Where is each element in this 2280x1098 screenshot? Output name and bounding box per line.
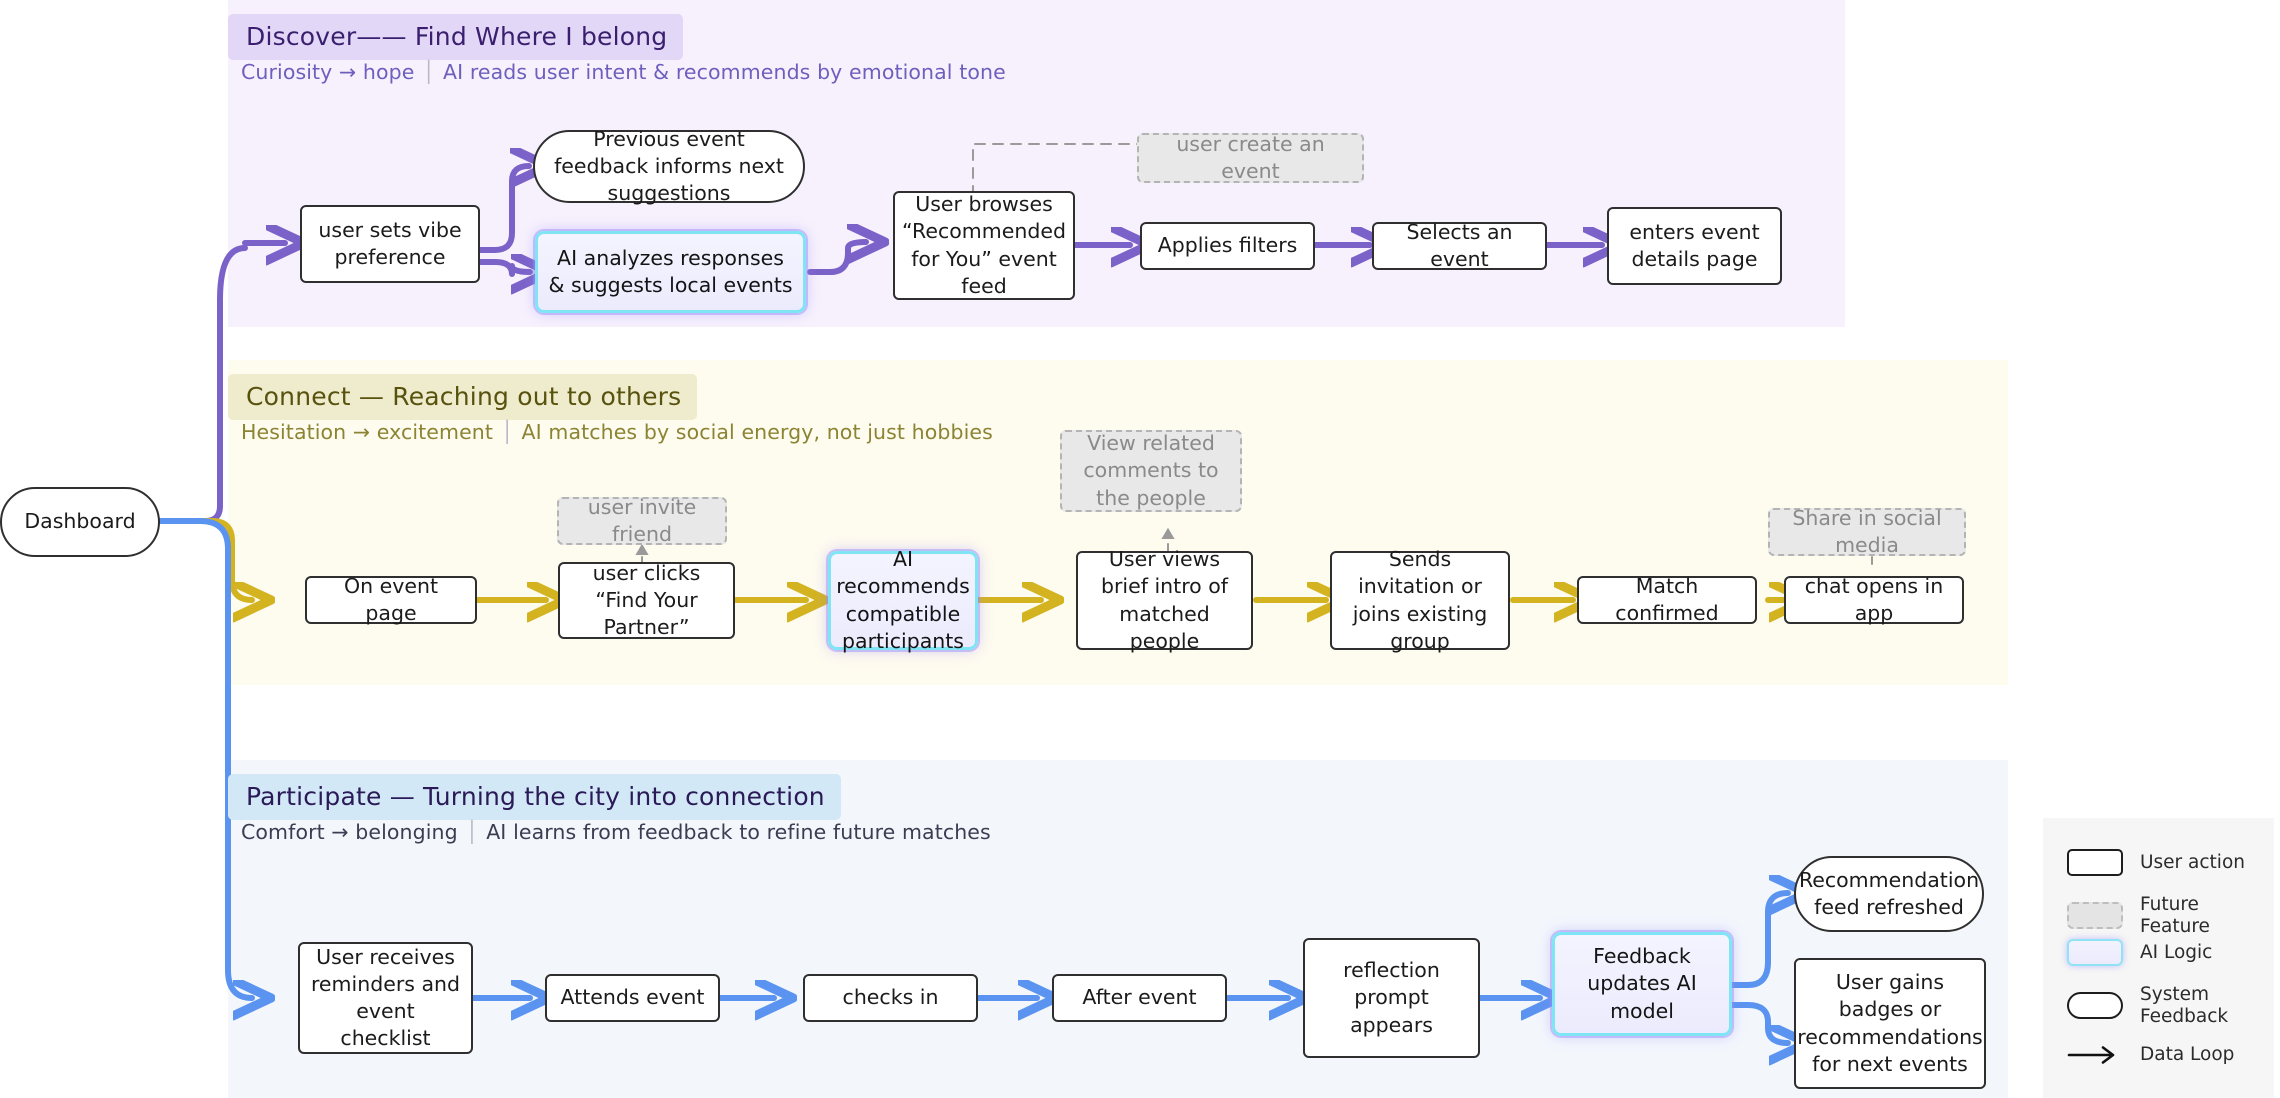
subtitle-divider: │: [465, 820, 479, 844]
legend-panel: User action Future Feature AI Logic Syst…: [2043, 818, 2274, 1098]
node-user-clicks-find-your-partner[interactable]: user clicks “Find Your Partner”: [558, 561, 735, 639]
node-user-browses-feed[interactable]: User browses “Recommended for You” event…: [893, 191, 1075, 300]
node-view-related-comments[interactable]: View related comments to the people: [1060, 430, 1242, 512]
legend-item-ai-logic: AI Logic: [2067, 939, 2212, 966]
node-on-event-page[interactable]: On event page: [305, 574, 477, 625]
legend-item-user-action: User action: [2067, 849, 2245, 876]
subtitle-divider: │: [422, 60, 435, 84]
node-user-views-brief-intro[interactable]: User views brief intro of matched people: [1076, 547, 1253, 653]
node-user-receives-reminders[interactable]: User receives reminders and event checkl…: [298, 942, 473, 1054]
node-user-invite-friend[interactable]: user invite friend: [557, 495, 727, 546]
user-action-swatch: [2067, 849, 2123, 876]
band-subtitle-participate: Comfort → belonging │ AI learns from feedb…: [241, 820, 991, 844]
legend-item-system-feedback: System Feedback: [2067, 984, 2228, 1028]
node-recommendation-feed-refreshed[interactable]: Recommendation feed refreshed: [1794, 856, 1984, 932]
legend-label-future-feature: Future Feature: [2140, 894, 2210, 937]
band-emotion-connect: Hesitation → excitement: [241, 420, 494, 444]
node-feedback-updates-ai-model[interactable]: Feedback updates AI model: [1552, 932, 1732, 1036]
system-feedback-swatch: [2067, 992, 2123, 1020]
node-enters-event-details-page[interactable]: enters event details page: [1607, 207, 1782, 285]
node-applies-filters[interactable]: Applies filters: [1140, 222, 1315, 270]
legend-label-ai-logic: AI Logic: [2140, 941, 2213, 963]
node-user-create-an-event[interactable]: user create an event: [1137, 132, 1364, 183]
legend-item-future-feature: Future Feature: [2067, 894, 2274, 938]
legend-label-user-action: User action: [2140, 851, 2245, 873]
legend-label-system-feedback: System Feedback: [2140, 984, 2229, 1027]
band-title-discover: Discover—— Find Where I belong: [228, 14, 684, 60]
node-selects-an-event[interactable]: Selects an event: [1372, 220, 1547, 271]
band-subtitle-discover: Curiosity → hope │ AI reads user intent & …: [241, 60, 1006, 84]
node-attends-event[interactable]: Attends event: [545, 974, 720, 1022]
band-title-participate: Participate — Turning the city into conn…: [228, 774, 841, 820]
legend-item-data-loop: Data Loop: [2067, 1041, 2234, 1068]
node-share-in-social-media[interactable]: Share in social media: [1768, 506, 1966, 557]
subtitle-divider: │: [501, 420, 514, 444]
node-dashboard[interactable]: Dashboard: [0, 487, 160, 557]
band-emotion-participate: Comfort → belonging: [241, 820, 458, 844]
band-note-participate: AI learns from feedback to refine future…: [486, 820, 991, 844]
node-reflection-prompt-appears[interactable]: reflection prompt appears: [1303, 938, 1480, 1058]
node-checks-in[interactable]: checks in: [803, 974, 978, 1022]
legend-label-data-loop: Data Loop: [2140, 1043, 2235, 1065]
node-ai-recommends-compatible-participants[interactable]: AI recommends compatible participants: [828, 547, 978, 653]
band-note-connect: AI matches by social energy, not just ho…: [521, 420, 993, 444]
node-after-event[interactable]: After event: [1052, 974, 1227, 1022]
node-user-gains-badges[interactable]: User gains badges or recommendations for…: [1794, 958, 1986, 1089]
ai-logic-swatch: [2067, 939, 2123, 966]
band-note-discover: AI reads user intent & recommends by emo…: [442, 60, 1006, 84]
band-title-connect: Connect — Reaching out to others: [228, 374, 698, 420]
node-sends-invitation-or-joins-group[interactable]: Sends invitation or joins existing group: [1330, 547, 1510, 653]
node-chat-opens-in-app[interactable]: chat opens in app: [1784, 574, 1964, 625]
future-feature-swatch: [2067, 902, 2123, 930]
node-match-confirmed[interactable]: Match confirmed: [1577, 574, 1757, 625]
band-subtitle-connect: Hesitation → excitement │ AI matches by so…: [241, 420, 993, 444]
node-previous-event-feedback[interactable]: Previous event feedback informs next sug…: [533, 127, 805, 205]
data-loop-arrow-icon: [2067, 1041, 2123, 1068]
node-user-sets-vibe-preference[interactable]: user sets vibe preference: [300, 205, 480, 283]
band-emotion-discover: Curiosity → hope: [241, 60, 415, 84]
node-ai-analyzes-responses[interactable]: AI analyzes responses & suggests local e…: [535, 231, 806, 313]
